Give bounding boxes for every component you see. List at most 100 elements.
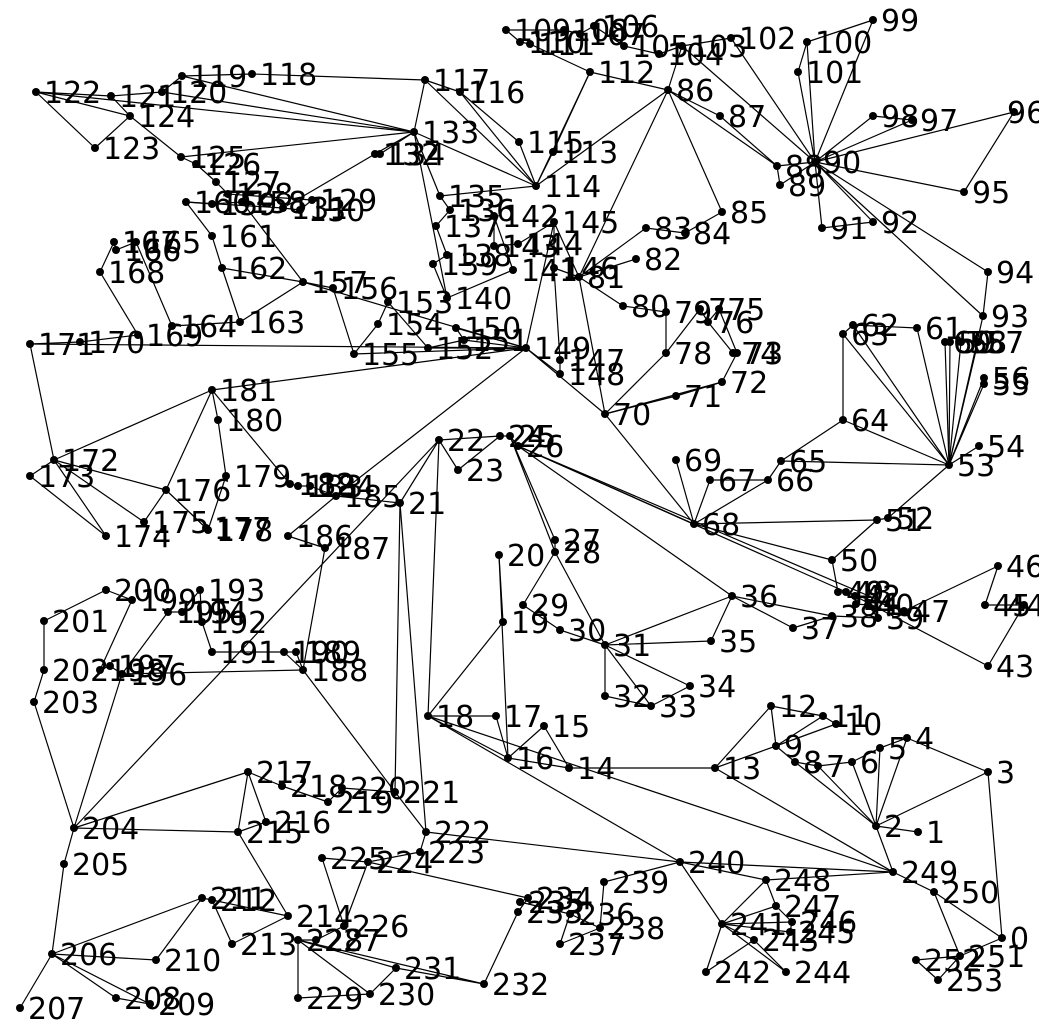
edge-20-16 (498, 554, 509, 759)
node-label-39: 39 (886, 602, 924, 637)
edge-2-6 (851, 761, 877, 827)
node-label-173: 173 (38, 460, 95, 495)
edge-203-204 (33, 701, 75, 829)
node-label-117: 117 (433, 64, 490, 99)
node-172 (50, 456, 58, 464)
node-label-66: 66 (776, 464, 814, 499)
edge-67-68 (693, 479, 711, 525)
node-label-116: 116 (468, 76, 525, 111)
node-label-131: 131 (291, 192, 348, 227)
node-label-165: 165 (144, 226, 201, 261)
edge-13-249 (714, 767, 894, 873)
node-247 (772, 902, 780, 910)
edge-81-86 (578, 89, 669, 278)
node-252 (912, 956, 920, 964)
edge-83-84 (645, 227, 686, 234)
edge-105-106 (593, 25, 625, 47)
node-label-26: 26 (526, 430, 564, 465)
edge-43-44 (987, 604, 1025, 667)
node-label-244: 244 (794, 956, 851, 991)
node-label-171: 171 (38, 328, 95, 363)
node-192 (198, 618, 206, 626)
edge-172-174 (53, 459, 107, 537)
node-219 (324, 798, 332, 806)
node-236 (566, 910, 574, 918)
node-label-191: 191 (220, 636, 277, 671)
edge-30-31 (559, 629, 606, 646)
node-label-72: 72 (730, 366, 768, 401)
node-17 (492, 712, 500, 720)
edge-152-153 (387, 301, 429, 349)
node-label-163: 163 (248, 306, 305, 341)
node-230 (366, 990, 374, 998)
node-label-253: 253 (946, 964, 1003, 999)
node-label-252: 252 (924, 944, 981, 979)
node-237 (556, 940, 564, 948)
node-label-236: 236 (578, 898, 635, 933)
node-32 (601, 692, 609, 700)
node-label-195: 195 (176, 596, 233, 631)
edge-119-120 (161, 75, 183, 93)
node-135 (436, 192, 444, 200)
node-label-75: 75 (727, 293, 765, 328)
node-98 (869, 112, 877, 120)
node-143 (490, 242, 498, 250)
node-label-219: 219 (336, 786, 393, 821)
node-126 (192, 160, 200, 168)
edge-50-51 (831, 519, 878, 561)
node-233 (514, 908, 522, 916)
node-label-48: 48 (854, 576, 892, 611)
edge-157-158 (241, 201, 304, 283)
edge-160-161 (185, 201, 213, 237)
edge-21-221 (394, 502, 401, 793)
node-70 (601, 410, 609, 418)
node-label-206: 206 (60, 938, 117, 973)
edge-90-101 (797, 71, 816, 163)
node-label-43: 43 (996, 650, 1034, 685)
node-100 (803, 38, 811, 46)
edge-0-250 (933, 891, 1003, 939)
node-204 (70, 824, 78, 832)
node-label-83: 83 (654, 212, 692, 247)
node-164 (168, 322, 176, 330)
node-145 (550, 218, 558, 226)
node-77 (696, 305, 704, 313)
edge-36-37 (731, 595, 794, 629)
node-190 (280, 648, 288, 656)
edge-113-114 (535, 151, 554, 187)
node-label-124: 124 (138, 100, 195, 135)
edge-70-78 (604, 352, 667, 415)
edge-214-215 (237, 831, 289, 917)
node-40 (864, 601, 872, 609)
node-label-223: 223 (428, 836, 485, 871)
node-50 (828, 556, 836, 564)
edge-133-140 (413, 131, 448, 299)
node-label-154: 154 (386, 308, 443, 343)
node-248 (762, 876, 770, 884)
node-125 (177, 153, 185, 161)
node-label-102: 102 (739, 22, 796, 57)
edge-164-165 (135, 241, 173, 327)
edge-70-81 (578, 276, 606, 415)
edge-149-151 (463, 339, 527, 349)
node-144 (514, 240, 522, 248)
edge-223-224 (367, 851, 421, 863)
node-label-150: 150 (464, 312, 521, 347)
node-label-174: 174 (114, 520, 171, 555)
node-label-93: 93 (991, 300, 1029, 335)
edge-124-125 (129, 115, 182, 158)
edge-23-24 (457, 435, 501, 471)
node-label-13: 13 (723, 752, 761, 787)
node-159 (208, 200, 216, 208)
edge-90-103 (681, 45, 816, 163)
edge-236-237 (559, 913, 571, 945)
edge-191-192 (201, 621, 213, 653)
node-112 (586, 68, 594, 76)
node-146 (550, 264, 558, 272)
edge-185-186 (287, 495, 337, 537)
node-139 (429, 260, 437, 268)
node-label-134: 134 (388, 138, 445, 173)
node-label-181: 181 (220, 374, 277, 409)
edge-42-43 (854, 595, 989, 667)
node-147 (556, 356, 564, 364)
